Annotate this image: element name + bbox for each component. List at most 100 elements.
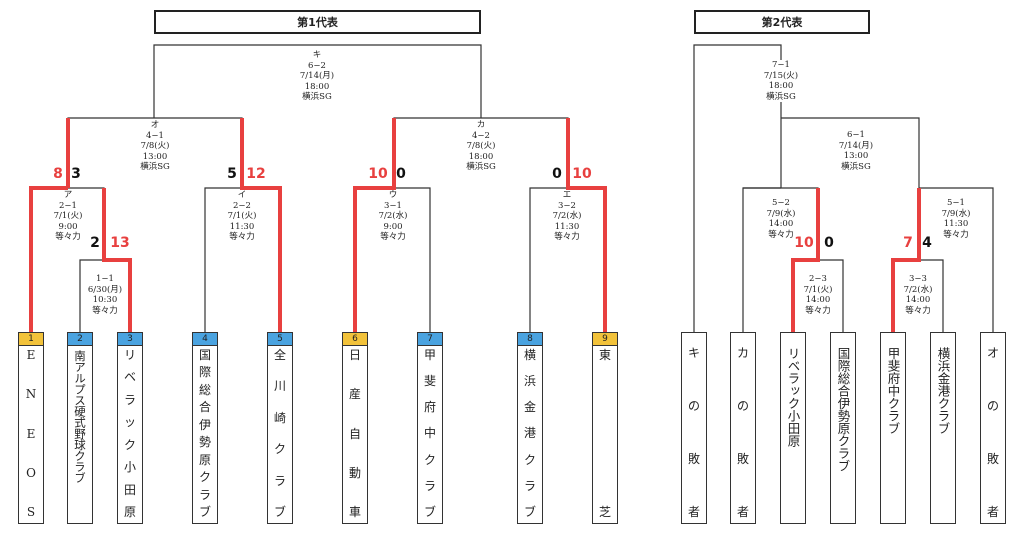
team-name: 東芝 (598, 348, 611, 519)
winner-path (891, 188, 921, 332)
match-detail: 3−2 (558, 200, 576, 211)
match-detail: 7/1(火) (53, 211, 83, 221)
seed-number: 5 (268, 333, 292, 346)
match-detail: 14:00 (905, 295, 931, 305)
match-detail: 14:00 (768, 219, 794, 229)
bracket-line (781, 117, 920, 188)
score-lose: 0 (824, 235, 834, 251)
match-detail: 9:00 (58, 221, 78, 232)
score-lose: 5 (227, 166, 237, 182)
seed-number: 7 (418, 333, 442, 346)
bracket-title-2: 第2代表 (694, 10, 870, 34)
team-name: 全川崎クラブ (273, 348, 286, 519)
seed-number: 8 (518, 333, 542, 346)
team-name: カの敗者 (736, 346, 749, 519)
team-box: オの敗者 (980, 332, 1006, 524)
match-detail: 18:00 (468, 151, 494, 162)
match-detail: 横浜SG (302, 92, 332, 102)
match-detail: 18:00 (304, 81, 330, 92)
match-label: ア (63, 190, 73, 200)
match-detail: 等々力 (554, 232, 580, 242)
match-detail: 3−1 (384, 200, 402, 211)
match-detail: 7/1(火) (227, 211, 257, 221)
seed-number: 4 (193, 333, 217, 346)
score-lose: 3 (71, 166, 81, 182)
match-detail: 7/9(水) (766, 208, 796, 219)
match-detail: 11:30 (943, 219, 969, 229)
match-detail: 7/14(月) (838, 140, 874, 151)
seed-number: 2 (68, 333, 92, 346)
team-box: 国際総合伊勢原クラブ (830, 332, 856, 524)
team-name: リベラック小田原 (785, 347, 801, 447)
team-box: カの敗者 (730, 332, 756, 524)
team-name: キの敗者 (687, 346, 700, 519)
match-detail: 18:00 (768, 81, 794, 91)
match-label: カ (476, 120, 486, 130)
match-detail: 7/2(水) (903, 284, 933, 295)
match-detail: 7−1 (772, 60, 790, 70)
bracket-line (153, 44, 482, 118)
match-detail: 9:00 (383, 221, 403, 232)
match-detail: 等々力 (92, 305, 118, 316)
match-detail: 横浜SG (466, 162, 496, 172)
bracket-title-1: 第1代表 (154, 10, 481, 34)
match-detail: 4−2 (472, 130, 490, 141)
match-detail: 11:30 (229, 221, 255, 232)
match-label: オ (150, 120, 160, 130)
score-win: 10 (572, 166, 592, 182)
match-label: ウ (388, 190, 398, 200)
team-box: 甲斐府中クラブ (880, 332, 906, 524)
match-detail: 7/1(火) (803, 284, 833, 295)
team-name: リベラック小田原 (123, 348, 136, 519)
match-detail: 等々力 (905, 305, 931, 316)
match-detail: 等々力 (380, 232, 406, 242)
score-lose: 2 (90, 235, 100, 251)
team-name: 国際総合伊勢原クラブ (835, 347, 851, 472)
match-detail: 13:00 (142, 151, 168, 162)
match-detail: 等々力 (768, 229, 794, 240)
team-box: 8 横浜金港クラブ (517, 332, 543, 524)
score-lose: 0 (552, 166, 562, 182)
match-detail: 7/15(火) (763, 70, 799, 81)
match-detail: 4−1 (146, 130, 164, 141)
team-name: 横浜金港クラブ (935, 347, 951, 435)
match-detail: 7/8(火) (466, 141, 496, 151)
match-detail: 等々力 (55, 232, 81, 242)
match-detail: 等々力 (943, 229, 969, 240)
match-detail: 7/2(水) (378, 211, 408, 221)
winner-path (102, 188, 132, 332)
bracket-line (919, 187, 994, 332)
score-win: 10 (794, 235, 814, 251)
match-detail: 7/2(水) (552, 211, 582, 221)
winner-path (353, 118, 396, 332)
team-box: 5 全川崎クラブ (267, 332, 293, 524)
match-detail: 6/30(月) (87, 284, 123, 295)
team-name: 横浜金港クラブ (523, 348, 536, 519)
score-win: 12 (246, 166, 266, 182)
match-detail: 5−1 (947, 198, 965, 208)
team-name: 甲斐府中クラブ (423, 348, 436, 519)
winner-path (240, 118, 282, 332)
winner-path (29, 186, 68, 332)
match-detail: 等々力 (805, 305, 831, 316)
team-box: リベラック小田原 (780, 332, 806, 524)
winner-path (791, 188, 820, 332)
seed-number: 3 (118, 333, 142, 346)
match-label: キ (312, 50, 322, 60)
